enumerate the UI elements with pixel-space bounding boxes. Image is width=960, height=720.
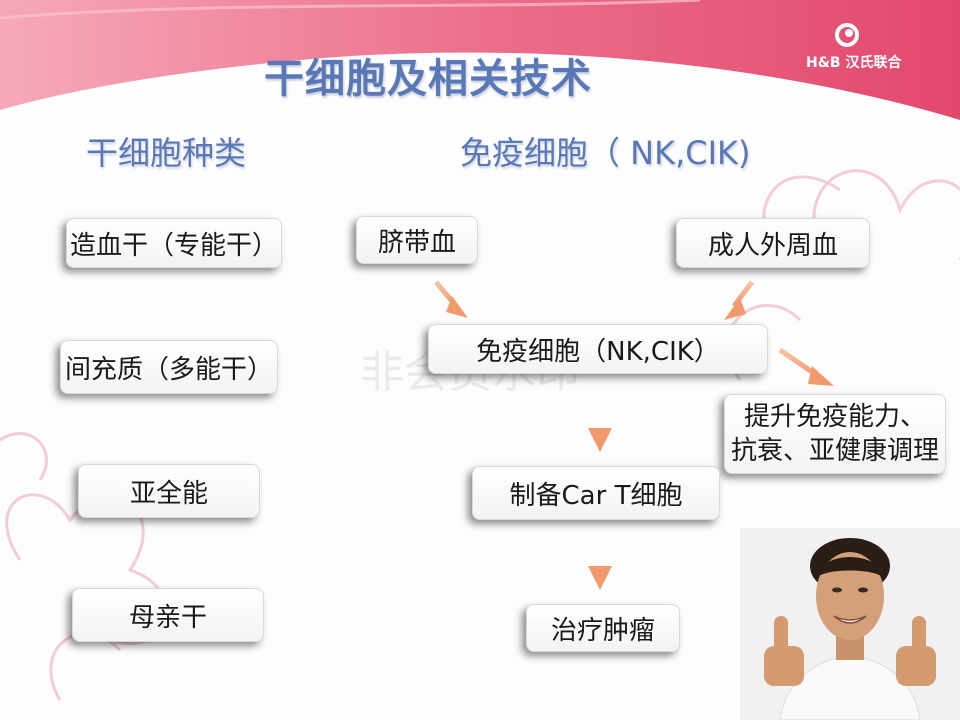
- benefit-box: 提升免疫能力、 抗衰、亚健康调理: [724, 394, 946, 474]
- arrow-peripheral-to-immune: [724, 280, 754, 320]
- left-thumb-up: [764, 616, 804, 686]
- hb-ring-logo-icon: [835, 23, 859, 47]
- benefit-line-2: 抗衰、亚健康调理: [730, 436, 939, 466]
- slide-title: 干细胞及相关技术: [264, 56, 592, 102]
- right-thumb-up: [896, 616, 936, 686]
- immune-cells-heading: 免疫细胞（ NK,CIK): [460, 134, 751, 172]
- immune-cell-center-box: 免疫细胞（NK,CIK）: [428, 324, 768, 374]
- source-box-peripheral-blood: 成人外周血: [676, 218, 870, 268]
- brand-logo-text: H&B 汉氏联合: [806, 55, 902, 71]
- stem-cell-box-subtotipotent: 亚全能: [78, 464, 260, 518]
- arrow-immune-to-benefit: [778, 347, 834, 386]
- stem-cell-types-heading: 干细胞种类: [86, 134, 247, 172]
- source-box-cord-blood: 脐带血: [356, 216, 478, 264]
- arrow-immune-to-car-t: [588, 384, 612, 452]
- benefit-line-1: 提升免疫能力、: [743, 402, 926, 432]
- stem-cell-box-mesenchymal: 间充质（多能干）: [60, 340, 278, 394]
- arrow-cord-to-immune: [434, 280, 468, 318]
- tumor-treatment-box: 治疗肿瘤: [526, 604, 680, 652]
- arrow-car-t-to-treatment: [588, 536, 612, 590]
- stem-cell-box-maternal: 母亲干: [72, 588, 264, 642]
- stem-cell-box-hematopoietic: 造血干（专能干）: [66, 218, 282, 268]
- thumbs-up-man-photo: [740, 528, 960, 720]
- car-t-box: 制备Car T细胞: [472, 466, 720, 520]
- brand-logo: H&B 汉氏联合: [806, 22, 936, 74]
